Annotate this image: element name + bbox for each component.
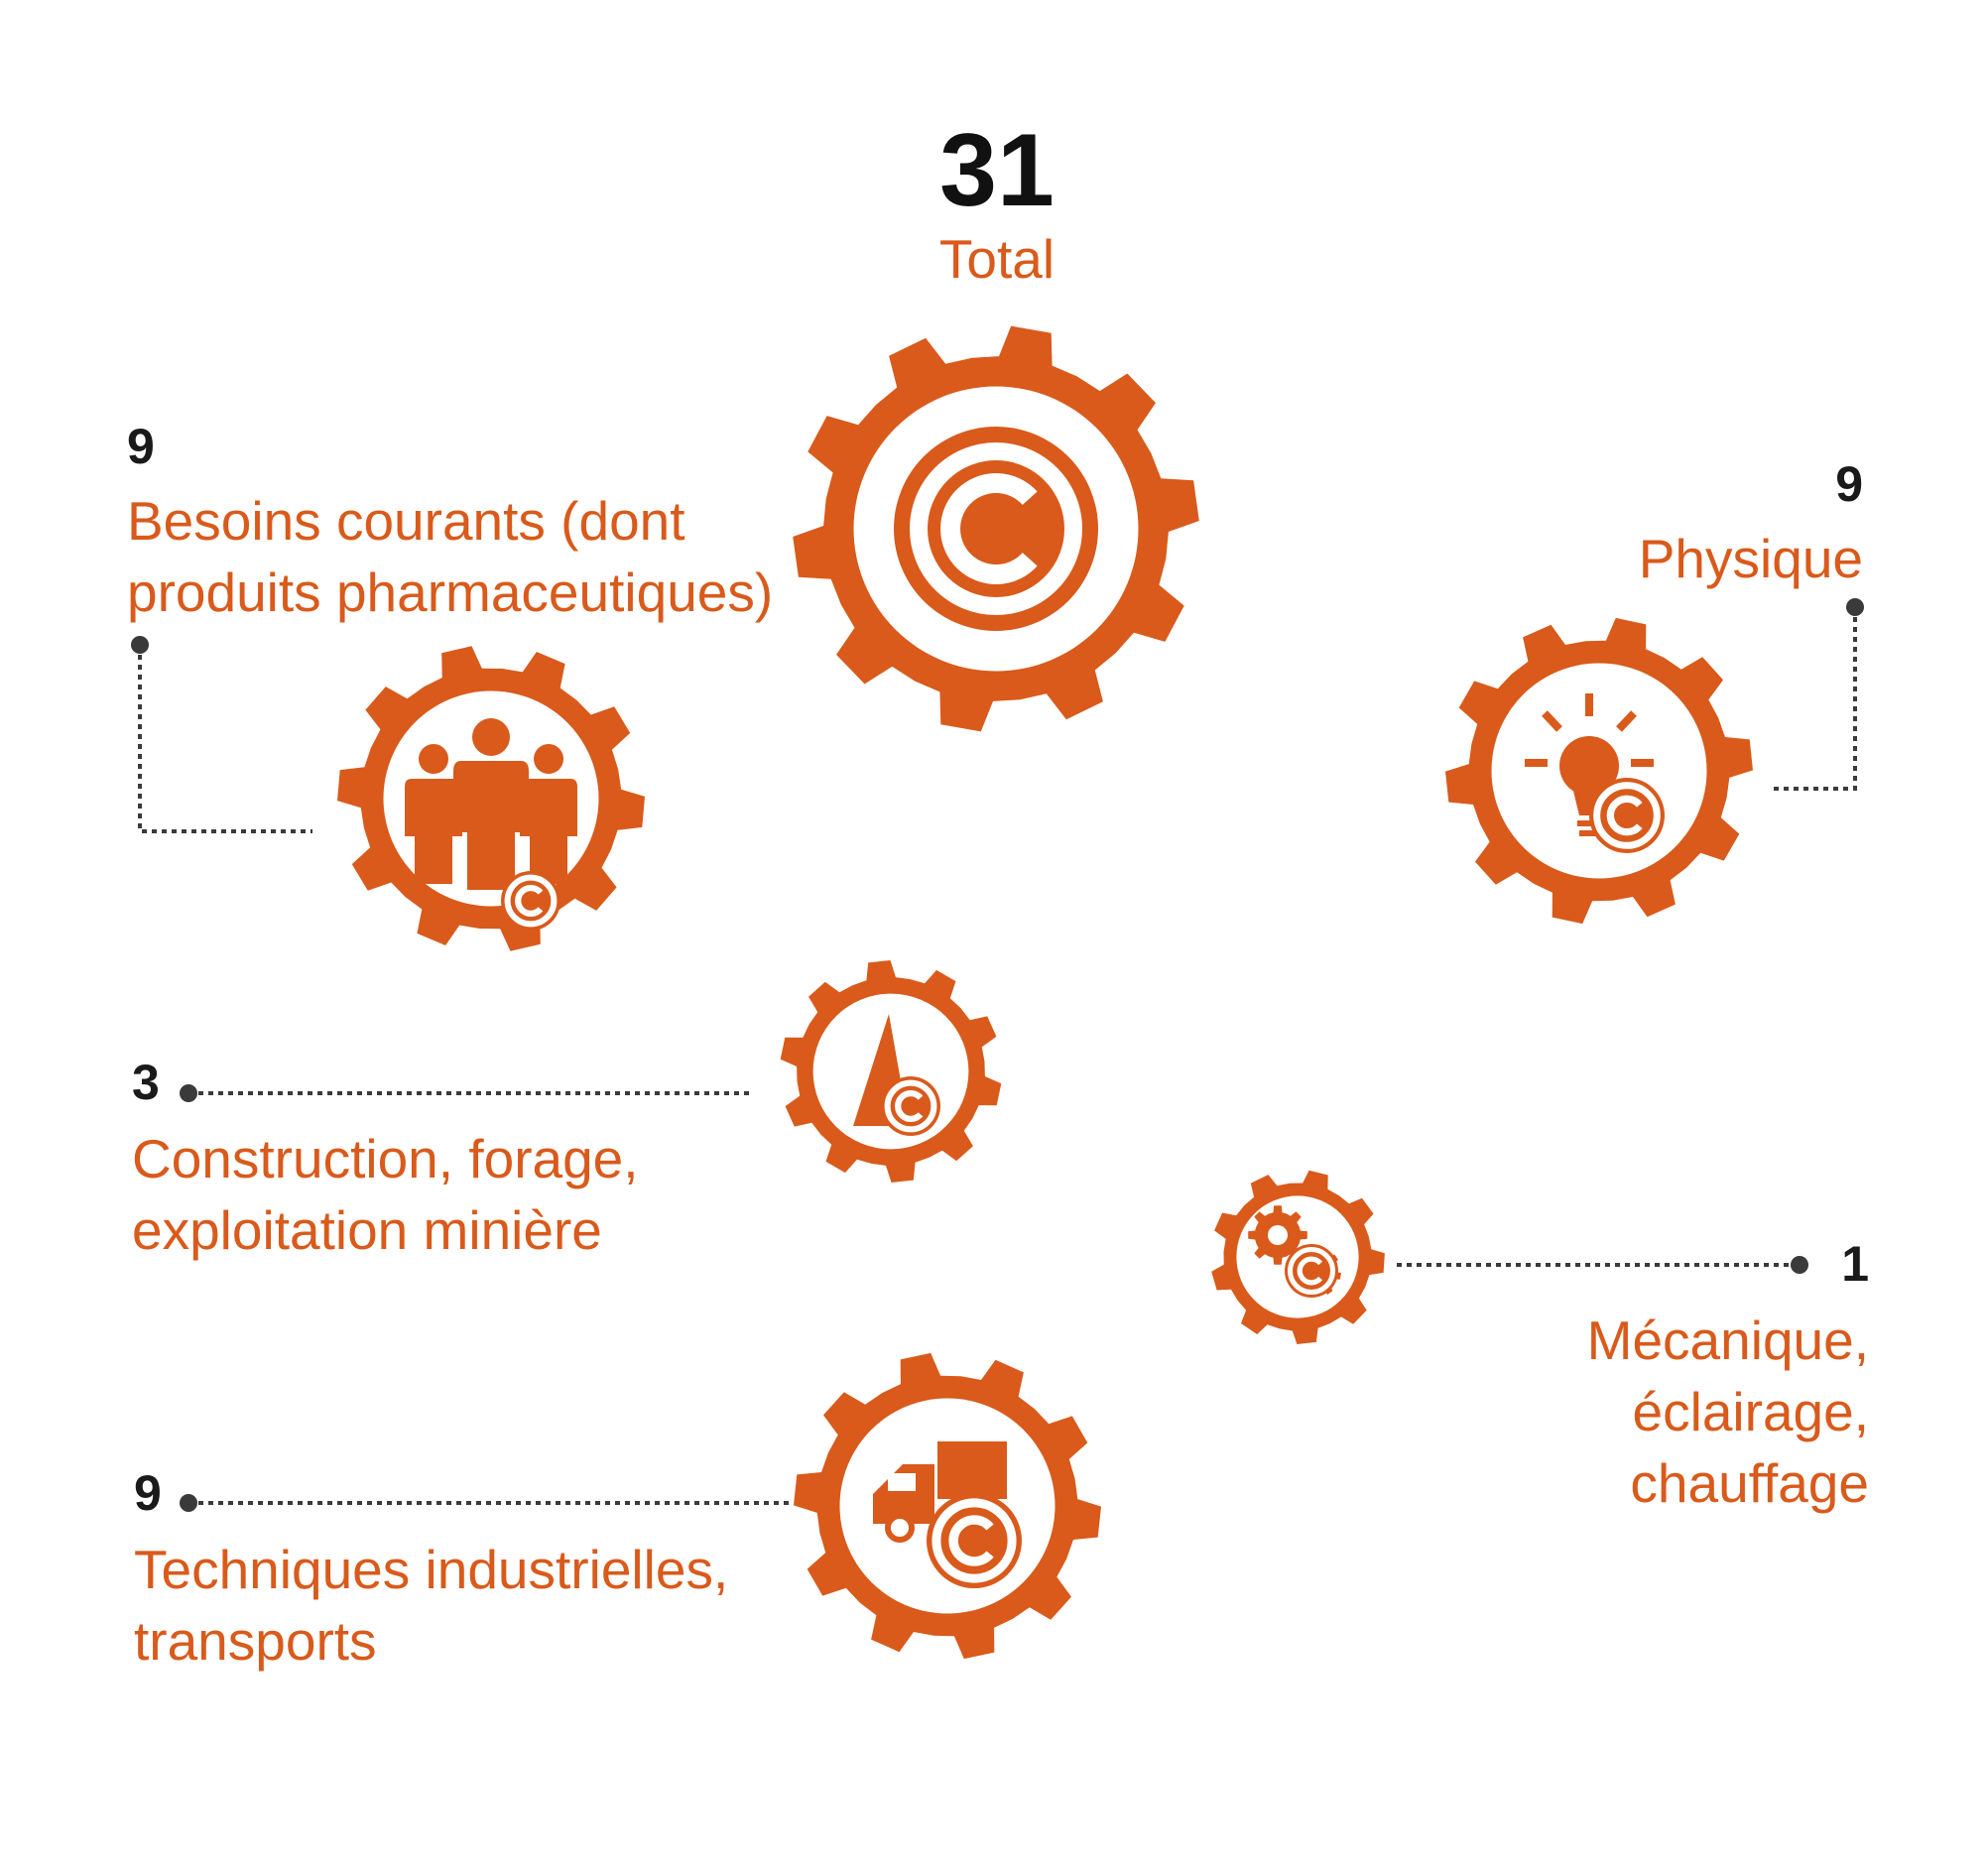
value-besoins: 9 (127, 419, 155, 474)
label-techniques-line-2: transports (134, 1610, 377, 1672)
copyright-icon (927, 1493, 1022, 1588)
gears (337, 325, 1753, 1660)
label-physique-line-1: Physique (1638, 528, 1863, 589)
label-construction-line-2: exploitation minière (132, 1199, 602, 1261)
besoins-gear (337, 646, 645, 951)
copyright-icon (1589, 778, 1665, 853)
total-value: 31 (939, 113, 1055, 228)
leader-line-techniques (180, 1494, 794, 1512)
people-icon (405, 718, 577, 890)
leader-line-construction (180, 1084, 754, 1102)
construction-gear (780, 960, 1002, 1183)
label-besoins-line-2: produits pharmaceutiques) (127, 562, 774, 623)
total-gear (793, 325, 1199, 732)
copyright-icon (1285, 1244, 1338, 1298)
leader-line-besoins (131, 636, 312, 833)
label-besoins: 9 Besoins courants (dont produits pharma… (127, 422, 773, 628)
mecanique-gear (1211, 1170, 1385, 1344)
leader-line-mecanique (1397, 1256, 1808, 1274)
label-techniques-line-1: Techniques industrielles, (134, 1539, 729, 1600)
copyright-icon (894, 427, 1098, 631)
label-mecanique: 1 Mécanique, éclairage, chauffage (1587, 1239, 1869, 1519)
label-mecanique-line-2: éclairage, (1632, 1381, 1869, 1442)
copyright-icon (881, 1076, 940, 1136)
value-physique: 9 (1835, 456, 1863, 512)
label-techniques: 9 Techniques industrielles, transports (134, 1468, 728, 1677)
label-construction-line-1: Construction, forage, (132, 1128, 639, 1189)
label-mecanique-line-1: Mécanique, (1586, 1310, 1869, 1371)
label-construction: 3 Construction, forage, exploitation min… (132, 1058, 639, 1266)
label-physique: 9 Physique (1639, 459, 1863, 594)
value-techniques: 9 (134, 1465, 162, 1521)
physique-gear (1445, 617, 1753, 925)
label-besoins-line-1: Besoins courants (dont (127, 490, 685, 552)
truck-icon (873, 1441, 1007, 1543)
value-construction: 3 (132, 1055, 160, 1110)
total-label: Total (938, 228, 1056, 290)
label-mecanique-line-3: chauffage (1630, 1452, 1869, 1514)
leader-lines (131, 598, 1864, 1512)
copyright-icon (501, 871, 560, 931)
techniques-gear (794, 1352, 1101, 1660)
total-block: 31 Total (873, 119, 1121, 287)
leader-line-physique (1773, 598, 1864, 791)
value-mecanique: 1 (1841, 1236, 1869, 1292)
